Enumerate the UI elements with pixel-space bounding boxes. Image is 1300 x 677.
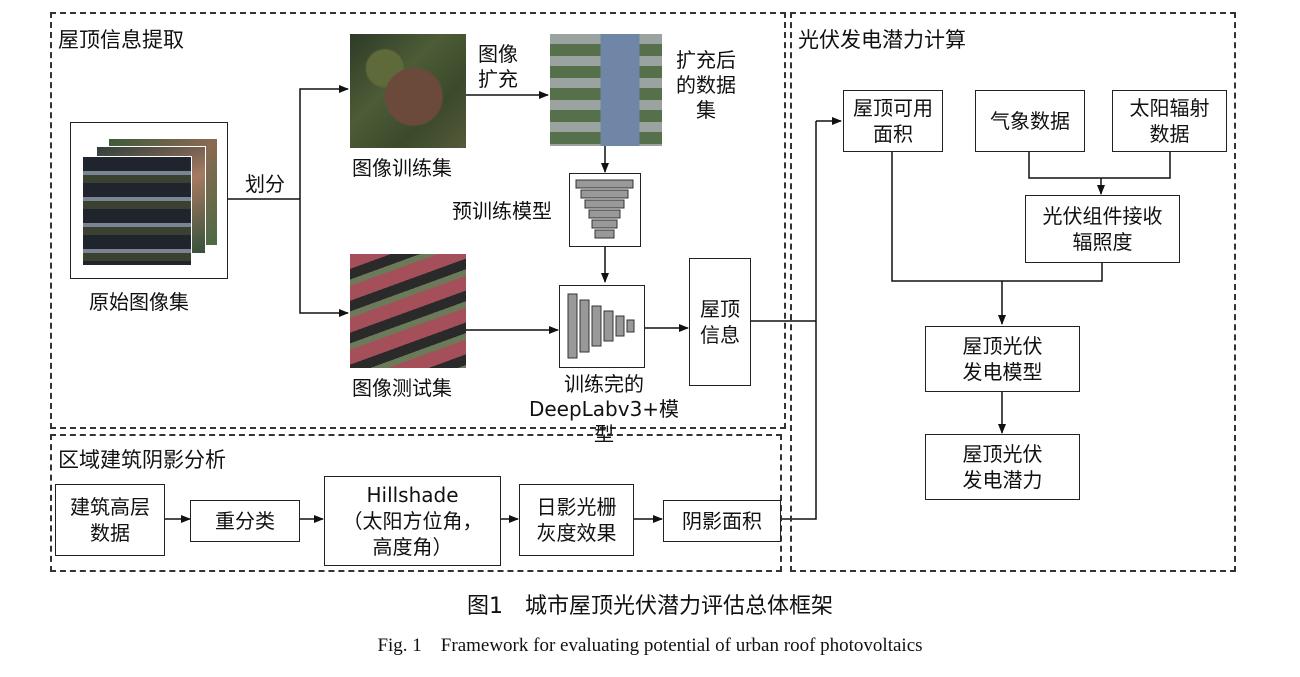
test-image [350,254,466,368]
augmented-image [550,34,662,146]
panel-shadow-title: 区域建筑阴影分析 [58,448,226,472]
pv-model-box: 屋顶光伏 发电模型 [925,326,1080,392]
augment-label: 图像 扩充 [478,42,518,91]
arrow-to-test [299,199,349,317]
panel-pv-calc-title: 光伏发电潜力计算 [798,28,966,52]
trained-model-label: 训练完的 DeepLabv3+模型 [528,372,680,446]
roof-info-box: 屋顶 信息 [689,258,751,386]
split-label: 划分 [245,172,285,196]
panel-pv-calc [790,12,1236,572]
shadow-to-bus [780,121,817,520]
roof-area-line [891,151,1103,282]
aerial-image-front [82,156,192,266]
train-image [350,34,466,148]
hillshade-box: Hillshade （太阳方位角， 高度角） [324,476,501,566]
pretrained-model-icon [569,173,641,247]
augmented-set-label: 扩充后 的数据 集 [676,48,736,122]
original-images-label: 原始图像集 [89,290,189,314]
pretrained-model-label: 预训练模型 [452,199,552,223]
panel-roof-extraction [50,12,786,429]
trained-model-icon [559,285,645,368]
caption-en: Fig. 1 Framework for evaluating potentia… [377,635,923,656]
shadow-grating-box: 日影光栅 灰度效果 [519,484,634,556]
train-set-label: 图像训练集 [352,156,452,180]
panel-shadow [50,434,782,572]
caption-cn: 图1 城市屋顶光伏潜力评估总体框架 [467,594,833,619]
shadow-area-box: 阴影面积 [663,500,781,542]
roof-area-box: 屋顶可用 面积 [843,90,943,152]
building-height-box: 建筑高层 数据 [55,484,165,556]
test-set-label: 图像测试集 [352,376,452,400]
pv-potential-box: 屋顶光伏 发电潜力 [925,434,1080,500]
arrow-to-train [299,85,349,199]
solar-radiation-box: 太阳辐射 数据 [1112,90,1227,152]
panel-roof-extraction-title: 屋顶信息提取 [58,28,184,52]
weather-data-box: 气象数据 [975,90,1085,152]
reclassify-box: 重分类 [190,500,300,542]
weather-line [1028,151,1171,179]
irradiance-box: 光伏组件接收 辐照度 [1025,195,1180,263]
